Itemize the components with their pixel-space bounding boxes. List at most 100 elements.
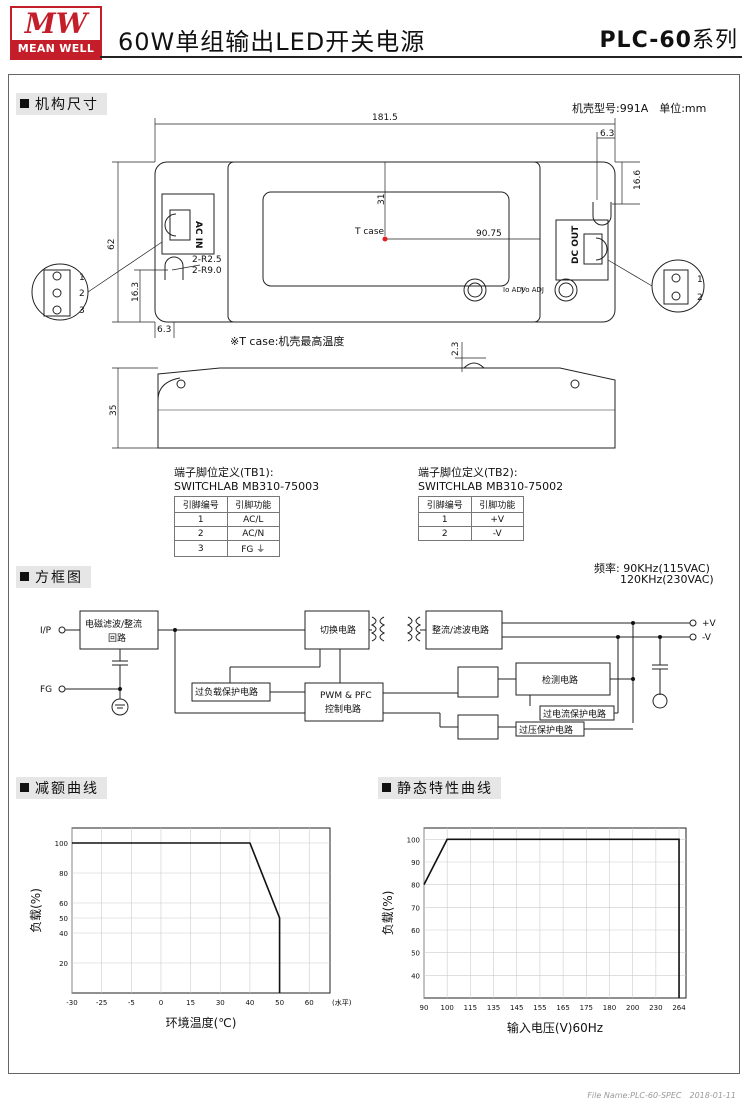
left-slot bbox=[164, 256, 184, 280]
rect-label: 整流/滤波电路 bbox=[432, 624, 489, 636]
tb1-pin-3: 3 bbox=[79, 306, 85, 316]
x-tick-label: -5 bbox=[128, 999, 135, 1007]
tb1-header-func: 引脚功能 bbox=[226, 496, 280, 513]
x-tick-label: -25 bbox=[96, 999, 107, 1007]
tb2-pin-1: 1 bbox=[697, 275, 703, 285]
logo-mark: MW bbox=[24, 7, 88, 40]
ovp-label: 过压保护电路 bbox=[519, 724, 573, 736]
tb2-header-pin: 引脚编号 bbox=[418, 496, 472, 513]
ac-terminal bbox=[161, 193, 215, 255]
x-tick-label: 230 bbox=[649, 1004, 662, 1012]
x-tick-label: 135 bbox=[487, 1004, 500, 1012]
section-static: 静态特性曲线 bbox=[378, 777, 501, 799]
section-derating: 减额曲线 bbox=[16, 777, 107, 799]
y-axis-label: 负载(%) bbox=[29, 888, 43, 933]
y-tick-label: 50 bbox=[411, 950, 420, 958]
model-name: PLC-60 bbox=[599, 28, 692, 53]
section-mechanical-title: 机构尺寸 bbox=[35, 97, 99, 113]
fg-label: FG bbox=[40, 685, 52, 695]
io-adj-label: Io ADJ bbox=[503, 286, 524, 294]
section-derating-title: 减额曲线 bbox=[35, 781, 99, 797]
dim-depth: 35 bbox=[109, 405, 119, 416]
dim-left-offset: 6.3 bbox=[157, 325, 171, 335]
dim-radius: 2-R2.5 bbox=[192, 255, 222, 265]
x-tick-label: 100 bbox=[440, 1004, 453, 1012]
x-tick-label: 0 bbox=[159, 999, 163, 1007]
x-axis-label: 环境温度(℃) bbox=[166, 1015, 237, 1030]
detect-label: 检测电路 bbox=[542, 674, 578, 686]
x-tick-label: 115 bbox=[464, 1004, 477, 1012]
section-block-title: 方框图 bbox=[35, 570, 83, 586]
model-suffix: 系列 bbox=[691, 28, 738, 53]
block-diagram: I/P FG 电磁滤波/整流 回路 切换电路 整流/滤波电路 过负载保护电路 P… bbox=[40, 610, 717, 740]
x-tick-label: 165 bbox=[556, 1004, 569, 1012]
tcase-label: T case bbox=[354, 227, 385, 237]
tb1-pin-1: 1 bbox=[79, 273, 85, 283]
x-tick-label: -30 bbox=[66, 999, 77, 1007]
tb2-part: SWITCHLAB MB310-75002 bbox=[418, 480, 564, 493]
y-tick-label: 80 bbox=[59, 870, 68, 878]
tb2-title: 端子脚位定义(TB2): bbox=[418, 466, 518, 479]
io-knob bbox=[463, 278, 487, 302]
plot-frame bbox=[71, 827, 331, 994]
tb1-title: 端子脚位定义(TB1): bbox=[174, 466, 274, 479]
section-block: 方框图 bbox=[16, 566, 91, 588]
x-tick-label: 60 bbox=[305, 999, 314, 1007]
olp-label: 过负载保护电路 bbox=[195, 686, 258, 698]
emi-label: 电磁滤波/整流 bbox=[85, 618, 142, 630]
x-tick-label: 145 bbox=[510, 1004, 523, 1012]
y-tick-label: 60 bbox=[59, 900, 68, 908]
tcase-point bbox=[382, 236, 388, 242]
emi-label-2: 回路 bbox=[108, 632, 126, 644]
y-tick-label: 40 bbox=[411, 972, 420, 980]
optocoupler-1 bbox=[457, 666, 499, 698]
dc-terminal bbox=[555, 219, 609, 281]
section-bullet-icon bbox=[20, 783, 29, 792]
x-tick-label: 155 bbox=[533, 1004, 546, 1012]
case-note: 机壳型号:991A 单位:mm bbox=[572, 102, 707, 115]
x-axis-label: 输入电压(V)60Hz bbox=[507, 1020, 603, 1035]
dc-out-label: DC OUT bbox=[571, 225, 581, 264]
tb2-table: 引脚编号引脚功能 1+V 2-V bbox=[418, 496, 524, 541]
vo-knob bbox=[554, 278, 578, 302]
switch-label: 切换电路 bbox=[320, 624, 356, 636]
footer-file-name: File Name:PLC-60-SPEC 2018-01-11 bbox=[587, 1091, 736, 1100]
tb1-part: SWITCHLAB MB310-75003 bbox=[174, 480, 320, 493]
pwm-label: PWM & PFC bbox=[320, 691, 372, 701]
ip-label: I/P bbox=[40, 626, 52, 636]
freq-label: 频率: 90KHz(115VAC) bbox=[594, 562, 710, 575]
document-title: 60W单组输出LED开关电源 bbox=[118, 28, 426, 56]
x-tick-label: 175 bbox=[580, 1004, 593, 1012]
x-tick-label: 180 bbox=[603, 1004, 616, 1012]
vo-adj-label: Vo ADJ bbox=[521, 286, 544, 294]
x-tick-label: 200 bbox=[626, 1004, 639, 1012]
dim-knob-height: 2.3 bbox=[451, 342, 461, 356]
section-bullet-icon bbox=[20, 99, 29, 108]
optocoupler-2 bbox=[457, 714, 499, 740]
ac-in-label: AC IN bbox=[193, 221, 203, 249]
tcase-note: ※T case:机壳最高温度 bbox=[230, 335, 345, 348]
case-top-inner bbox=[227, 161, 541, 323]
tb2-header-func: 引脚功能 bbox=[470, 496, 524, 513]
y-tick-label: 90 bbox=[411, 859, 420, 867]
y-tick-label: 100 bbox=[407, 836, 420, 844]
content-frame bbox=[8, 74, 740, 1074]
x-tick-label: 30 bbox=[216, 999, 225, 1007]
tb1-header-pin: 引脚编号 bbox=[174, 496, 228, 513]
x-tick-label: 15 bbox=[186, 999, 195, 1007]
series-line bbox=[423, 838, 680, 998]
dim-height: 62 bbox=[107, 239, 117, 250]
section-static-title: 静态特性曲线 bbox=[397, 781, 493, 797]
x-tick-label: 50 bbox=[275, 999, 284, 1007]
x-tick-label: 40 bbox=[245, 999, 254, 1007]
ocp-label: 过电流保护电路 bbox=[543, 708, 606, 720]
y-tick-label: 70 bbox=[411, 904, 420, 912]
series-line bbox=[72, 842, 281, 993]
table-row: 2-V bbox=[418, 526, 524, 541]
pwm-label-2: 控制电路 bbox=[325, 703, 361, 715]
